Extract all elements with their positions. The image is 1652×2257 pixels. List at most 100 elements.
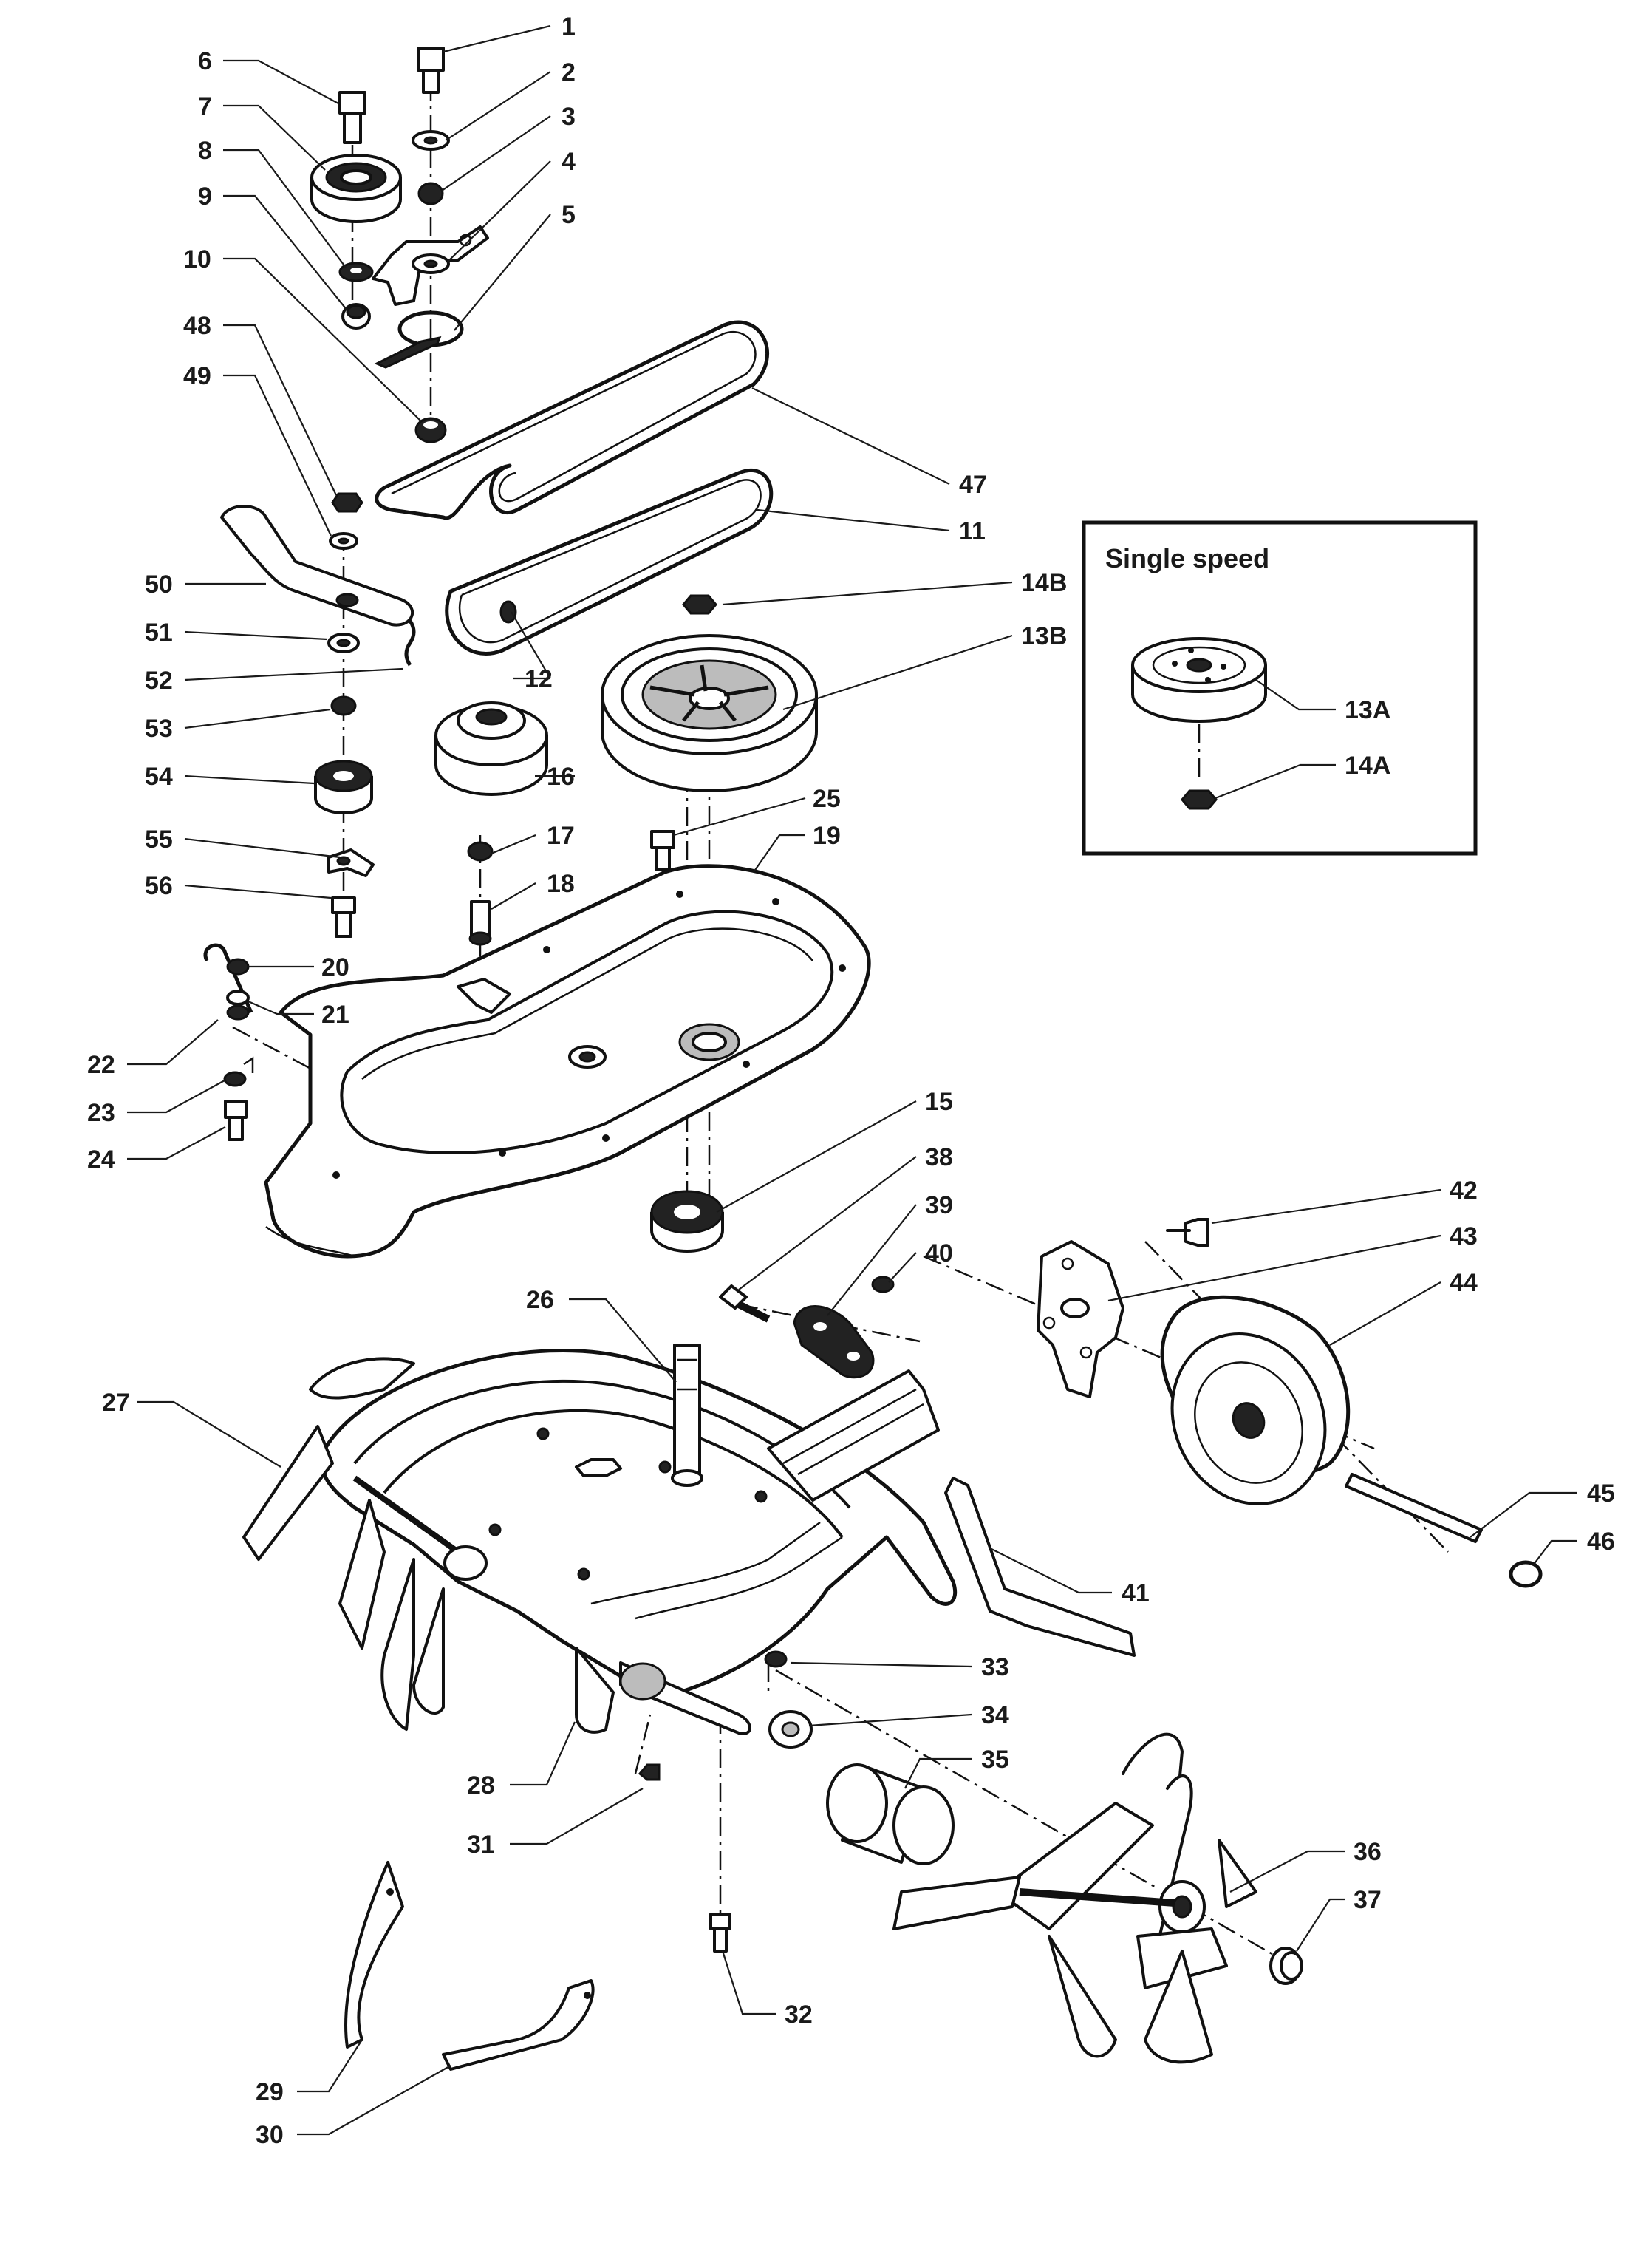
washer-2 bbox=[412, 130, 450, 151]
callout-52: 52 bbox=[145, 667, 173, 695]
nut-10 bbox=[414, 417, 447, 443]
axle-45 bbox=[1345, 1473, 1483, 1543]
nut-14a bbox=[1181, 789, 1218, 810]
pulley-54 bbox=[314, 760, 373, 814]
bushing-9 bbox=[341, 303, 371, 330]
bolt-1 bbox=[417, 47, 445, 94]
pulley-13a bbox=[1131, 637, 1267, 723]
bearing-15 bbox=[650, 1190, 724, 1253]
callout-8: 8 bbox=[198, 137, 212, 165]
callout-31: 31 bbox=[467, 1831, 495, 1859]
callout-49: 49 bbox=[183, 362, 211, 390]
callout-27: 27 bbox=[102, 1389, 130, 1417]
washer-49 bbox=[329, 532, 358, 550]
lever-50 bbox=[220, 505, 414, 627]
callout-17: 17 bbox=[547, 822, 575, 850]
belt-47 bbox=[375, 320, 769, 520]
belt-11 bbox=[445, 469, 774, 656]
nut-20 bbox=[226, 958, 250, 976]
tine-assembly-36 bbox=[892, 1732, 1257, 2064]
callout-20: 20 bbox=[321, 953, 349, 981]
handle-41 bbox=[944, 1477, 1136, 1657]
callout-11: 11 bbox=[959, 517, 986, 545]
hub-35 bbox=[826, 1763, 955, 1865]
callout-3: 3 bbox=[562, 103, 576, 131]
callout-10: 10 bbox=[183, 245, 211, 273]
callout-38: 38 bbox=[925, 1143, 953, 1171]
belt-guide-12 bbox=[499, 600, 517, 624]
tine-29 bbox=[344, 1861, 404, 2049]
spacer-53 bbox=[330, 695, 357, 716]
callout-39: 39 bbox=[925, 1191, 953, 1219]
bolt-24 bbox=[224, 1100, 248, 1141]
leader-lines bbox=[127, 24, 1577, 2136]
nut-33 bbox=[764, 1650, 788, 1668]
callout-14a: 14A bbox=[1345, 752, 1390, 780]
nut-14b bbox=[682, 594, 717, 615]
callout-13b: 13B bbox=[1021, 622, 1067, 650]
spacer-3 bbox=[417, 182, 444, 205]
housing-19 bbox=[264, 864, 871, 1259]
callout-50: 50 bbox=[145, 571, 173, 599]
callout-23: 23 bbox=[87, 1099, 115, 1127]
plate-39 bbox=[793, 1305, 875, 1379]
callout-6: 6 bbox=[198, 47, 212, 75]
callout-21: 21 bbox=[321, 1001, 349, 1029]
callout-56: 56 bbox=[145, 872, 173, 900]
spring-52 bbox=[404, 619, 416, 667]
callout-15: 15 bbox=[925, 1088, 953, 1116]
drive-pulley-16 bbox=[434, 701, 548, 796]
washer-4 bbox=[412, 253, 450, 274]
callout-47: 47 bbox=[959, 471, 987, 499]
callout-44: 44 bbox=[1450, 1269, 1478, 1297]
callout-14b: 14B bbox=[1021, 569, 1067, 597]
callout-53: 53 bbox=[145, 715, 173, 743]
callout-7: 7 bbox=[198, 92, 212, 120]
callout-35: 35 bbox=[981, 1746, 1009, 1774]
callout-30: 30 bbox=[256, 2121, 284, 2149]
handle-tube bbox=[767, 1369, 940, 1502]
idler-bolt-6 bbox=[338, 91, 366, 144]
callout-43: 43 bbox=[1450, 1222, 1478, 1250]
single-speed-inset: Single speed bbox=[1082, 520, 1478, 856]
bolt-18 bbox=[468, 900, 492, 946]
bolt-56 bbox=[331, 896, 356, 938]
left-tines bbox=[242, 1357, 488, 1731]
idler-pulley-7 bbox=[310, 154, 402, 223]
callout-9: 9 bbox=[198, 183, 212, 211]
callout-34: 34 bbox=[981, 1701, 1009, 1729]
callout-13a: 13A bbox=[1345, 696, 1390, 724]
bolt-31 bbox=[638, 1763, 661, 1781]
callout-26: 26 bbox=[526, 1286, 554, 1314]
wheel-44 bbox=[1160, 1295, 1351, 1505]
callout-40: 40 bbox=[925, 1239, 953, 1267]
callout-2: 2 bbox=[562, 58, 576, 86]
callout-1: 1 bbox=[562, 13, 576, 41]
tine-shaft-28 bbox=[575, 1647, 751, 1735]
washer-34 bbox=[768, 1710, 813, 1749]
callout-45: 45 bbox=[1587, 1480, 1615, 1508]
washer-21 bbox=[226, 990, 250, 1021]
callout-16: 16 bbox=[547, 763, 575, 791]
callout-5: 5 bbox=[562, 201, 576, 229]
tine-30 bbox=[442, 1979, 595, 2071]
callout-36: 36 bbox=[1354, 1838, 1382, 1866]
input-shaft-26 bbox=[671, 1344, 703, 1487]
callout-24: 24 bbox=[87, 1145, 115, 1174]
callout-32: 32 bbox=[785, 2001, 813, 2029]
callout-numbers: 1 2 3 4 5 6 7 8 9 10 48 49 47 11 14B 13B… bbox=[87, 13, 1615, 2149]
bracket-43 bbox=[1037, 1240, 1124, 1398]
callout-19: 19 bbox=[813, 822, 841, 850]
bolt-48 bbox=[331, 492, 363, 513]
callout-42: 42 bbox=[1450, 1177, 1478, 1205]
bracket-55 bbox=[327, 848, 375, 877]
callout-12: 12 bbox=[525, 665, 553, 693]
washer-17 bbox=[467, 841, 494, 862]
washer-23 bbox=[223, 1056, 254, 1087]
cap-37 bbox=[1269, 1947, 1303, 1985]
washer-51 bbox=[327, 633, 360, 653]
bolt-32 bbox=[709, 1913, 731, 1953]
washer-8 bbox=[338, 262, 374, 282]
callout-54: 54 bbox=[145, 763, 173, 791]
